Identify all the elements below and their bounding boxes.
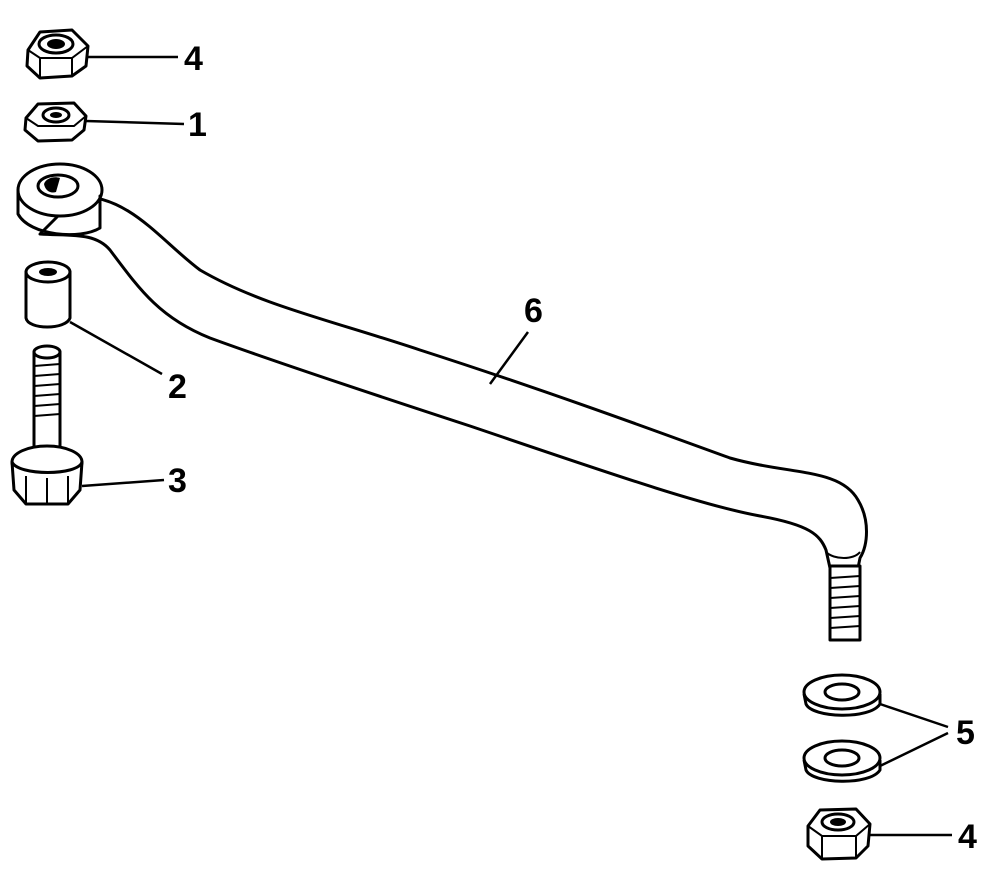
- callout-number-nut-bottom: 4: [958, 818, 977, 856]
- washer-upper: [802, 673, 882, 717]
- washer-lower: [802, 739, 882, 783]
- callout-number-nut-top: 4: [184, 40, 203, 78]
- callout-number-steering-link: 6: [524, 292, 543, 330]
- hex-nut: [23, 101, 88, 143]
- spacer-sleeve: [24, 260, 72, 329]
- flange-bolt: [10, 344, 84, 506]
- callout-number-bolt: 3: [168, 462, 187, 500]
- callout-number-spacer: 2: [168, 368, 187, 406]
- locknut-bottom: [806, 807, 872, 861]
- locknut-top: [25, 28, 90, 80]
- callout-leaders: [69, 55, 952, 837]
- callout-number-washers: 5: [956, 714, 975, 752]
- callout-number-hex-nut: 1: [188, 106, 207, 144]
- steering-link-rod: [16, 162, 868, 642]
